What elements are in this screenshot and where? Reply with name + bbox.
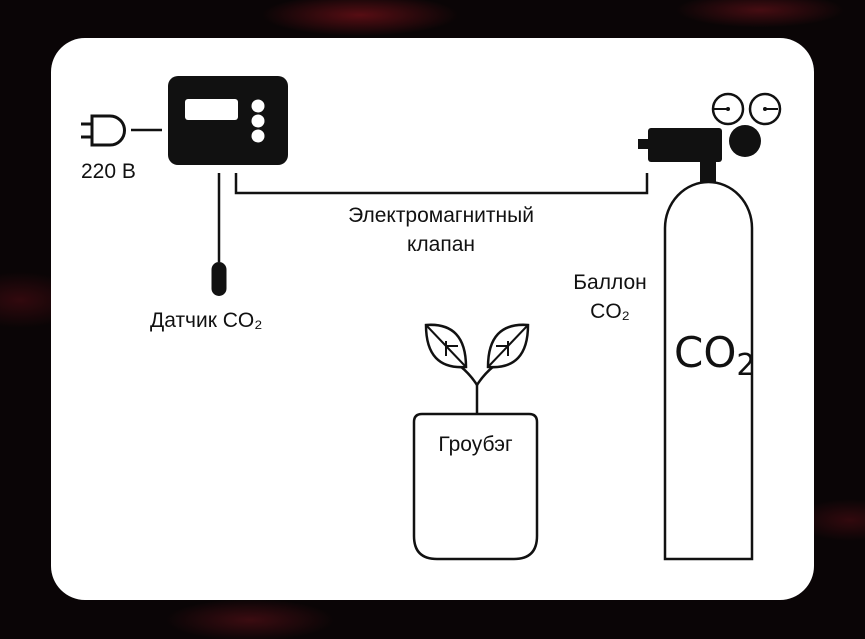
solenoid-label-line2: клапан	[406, 233, 475, 256]
cylinder-mark-text: CO	[674, 328, 737, 377]
growbag-label: Гроубэг	[438, 433, 513, 456]
cylinder-mark: CO2	[674, 328, 756, 384]
sensor-probe-icon	[211, 173, 227, 296]
solenoid-label-line1: Электромагнитный	[348, 204, 534, 227]
power-plug-icon	[81, 114, 162, 147]
cylinder-label-line1: Баллон	[573, 271, 647, 294]
cylinder-label-line2: CO₂	[590, 300, 630, 323]
co2-cylinder-icon	[663, 180, 754, 561]
growbag-icon	[412, 412, 539, 561]
plant-leaves-icon	[424, 323, 530, 414]
voltage-label: 220 В	[81, 160, 136, 183]
sensor-label: Датчик CO₂	[150, 309, 263, 332]
regulator-icon	[638, 125, 761, 184]
solenoid-wire	[234, 173, 649, 195]
pressure-gauge-icon	[711, 92, 782, 126]
controller-icon	[168, 76, 288, 165]
cylinder-mark-subscript: 2	[736, 348, 756, 383]
